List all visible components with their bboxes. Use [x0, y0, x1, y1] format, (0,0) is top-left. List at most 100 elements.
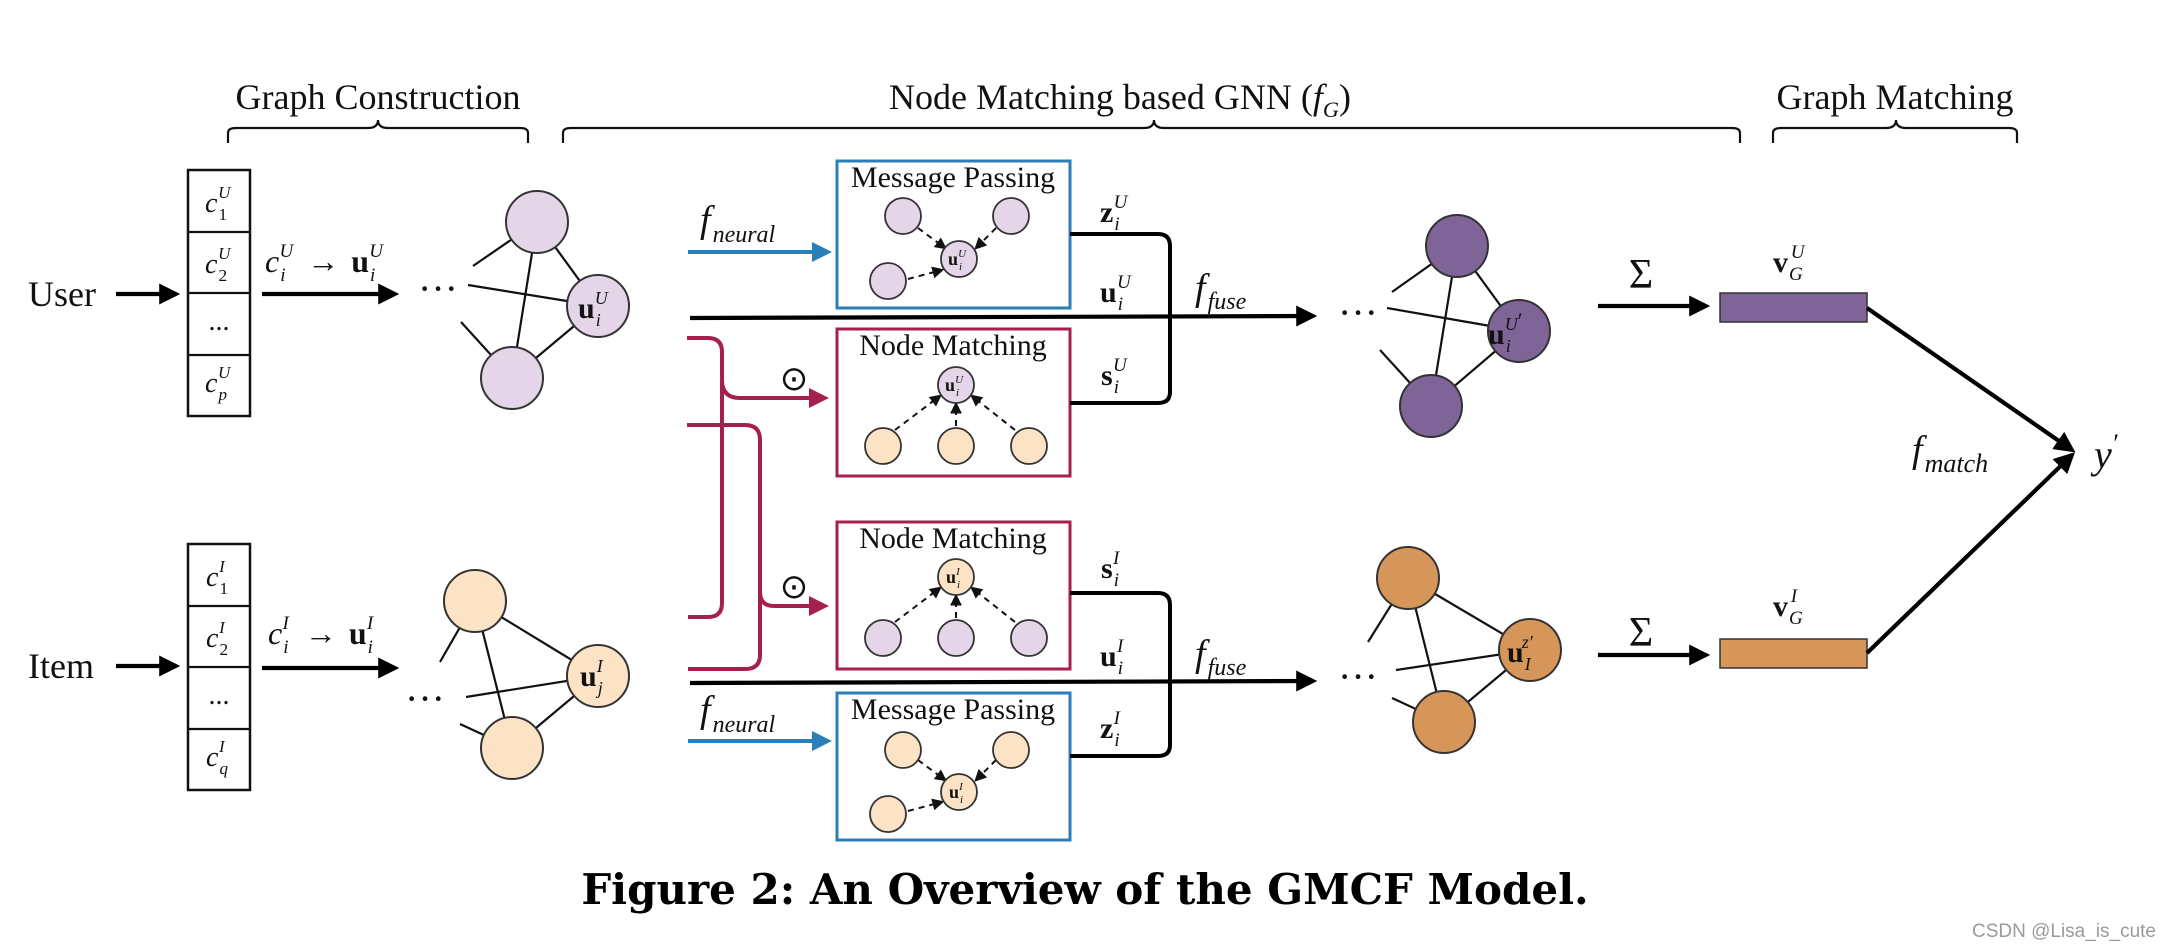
user-node-label: uiU [578, 288, 609, 330]
item-embedding-formula: ciI→uiI [268, 613, 375, 658]
f-neural-user-label: fneural [700, 199, 776, 248]
mp-neighbor-node [992, 731, 1030, 769]
mp-item-title: Message Passing [851, 693, 1055, 726]
item-branch: Item c1I c2I ... cqI ciI→uiI ··· ujI [28, 542, 630, 792]
user-graph-vector [1719, 292, 1868, 323]
s-user-label: siU [1101, 355, 1128, 398]
mp-center-node [940, 773, 978, 811]
message-passing-item-box: Message Passing uiI [835, 691, 1072, 842]
f-neural-item-label: fneural [700, 689, 776, 738]
item-output-node-label: uIz′ [1507, 632, 1534, 674]
user-main-arrow [689, 305, 1318, 327]
f-fuse-user-label: ffuse [1195, 267, 1247, 315]
item-attribute-2: c2I [206, 618, 228, 659]
nm-center-label: uiI [946, 566, 961, 591]
mp-neighbor-node [884, 197, 922, 235]
match-item-arrow [1865, 452, 2076, 655]
mp-item-border [835, 691, 1072, 842]
z-user-label: ziU [1100, 192, 1129, 235]
item-node-label: ujI [580, 656, 604, 698]
mp-center-label: uiU [948, 248, 967, 273]
mp-neighbor-node [884, 731, 922, 769]
user-to-item-connector [687, 336, 724, 619]
brace-gnn [561, 119, 1742, 143]
mp-edge [907, 798, 945, 812]
nm-center-node [937, 366, 975, 404]
mp-edge [974, 227, 997, 250]
user-node [480, 346, 544, 410]
nm-edge [970, 586, 1016, 623]
header-gnn: Node Matching based GNN (fG) [889, 77, 1351, 122]
fuse-input-connectors: ziU uiU siU siI uiI ziI [1070, 192, 1172, 758]
z-item-label: ziI [1100, 708, 1122, 751]
user-output-target-node [1487, 299, 1551, 363]
graph-matching-section: Σ Σ vGU vGI fmatch y′ [1598, 242, 2118, 669]
item-main-arrow [689, 670, 1318, 692]
sum-user: Σ [1629, 252, 1653, 298]
nm-user-title: Node Matching [859, 329, 1046, 362]
mp-center-label: uiI [949, 781, 964, 806]
nm-item-input-arrow [758, 591, 829, 616]
item-output-graph: ··· uIz′ [1338, 546, 1562, 754]
item-graph-vector-label: vGI [1773, 586, 1803, 629]
header-graph-construction: Graph Construction [236, 77, 521, 117]
mp-edge [917, 759, 947, 782]
item-to-user-connector [687, 423, 762, 671]
user-input-graph: uiU [460, 190, 630, 410]
nm-edge [970, 394, 1016, 431]
user-output-graph: ··· uiU′ [1338, 214, 1551, 438]
item-attribute-stack: c1I c2I ... cqI [186, 542, 252, 792]
node-matching-user-box: Node Matching uiU [835, 327, 1072, 478]
item-attribute-q: cqI [206, 737, 228, 778]
item-output-target-node [1498, 618, 1562, 682]
user-embedding-formula: ciU→uiU [265, 241, 384, 286]
mp-edge [907, 266, 945, 280]
mp-user-title: Message Passing [851, 161, 1055, 194]
mp-edge [974, 759, 997, 782]
brace-graph-construction [226, 119, 530, 143]
nm-center-label: uiU [945, 374, 964, 399]
figure-caption: Figure 2: An Overview of the GMCF Model. [581, 865, 1588, 914]
user-node [505, 190, 569, 254]
item-label: Item [28, 646, 94, 686]
nm-item-node [864, 427, 902, 465]
user-output-ellipsis: ··· [1338, 290, 1378, 335]
message-passing-user-box: Message Passing uiU [835, 159, 1072, 310]
user-output-node [1425, 214, 1489, 278]
node-matching-item-box: Node Matching uiI [835, 520, 1072, 671]
odot-user: ⊙ [780, 361, 809, 398]
prediction-output: y′ [2090, 429, 2118, 477]
mp-center-node [940, 240, 978, 278]
watermark: CSDN @Lisa_is_cute [1972, 921, 2156, 942]
mp-neighbor-node [869, 262, 907, 300]
user-attribute-1: c1U [205, 183, 232, 224]
user-target-node [566, 274, 630, 338]
nm-user-input-arrow [720, 379, 829, 408]
user-label: User [28, 274, 96, 314]
mp-neighbor-node [992, 197, 1030, 235]
user-output-node [1399, 374, 1463, 438]
item-graph-vector [1719, 638, 1868, 669]
section-headers: Graph Construction Node Matching based G… [226, 77, 2019, 143]
nm-user-node [1010, 619, 1048, 657]
user-branch: User c1U c2U ... cpU ciU→uiU ··· uiU [28, 168, 630, 418]
nm-edge [894, 394, 942, 431]
f-fuse-item-label: ffuse [1195, 633, 1247, 681]
nm-user-node [937, 619, 975, 657]
item-node [443, 569, 507, 633]
brace-graph-matching [1771, 119, 2019, 143]
nm-item-node [937, 427, 975, 465]
user-graph-ellipsis: ··· [418, 266, 458, 311]
user-attribute-ellipsis: ... [209, 306, 230, 337]
nm-center-node [937, 558, 975, 596]
match-user-arrow [1865, 306, 2076, 453]
item-attribute-1: c1I [206, 557, 228, 598]
nm-user-node [864, 619, 902, 657]
item-output-node [1412, 690, 1476, 754]
mp-edge [917, 227, 947, 250]
item-output-ellipsis: ··· [1338, 654, 1378, 699]
nm-item-node [1010, 427, 1048, 465]
u-user-label: uiU [1100, 272, 1132, 315]
item-graph-ellipsis: ··· [405, 676, 445, 721]
user-z-s-connector [1070, 232, 1172, 405]
